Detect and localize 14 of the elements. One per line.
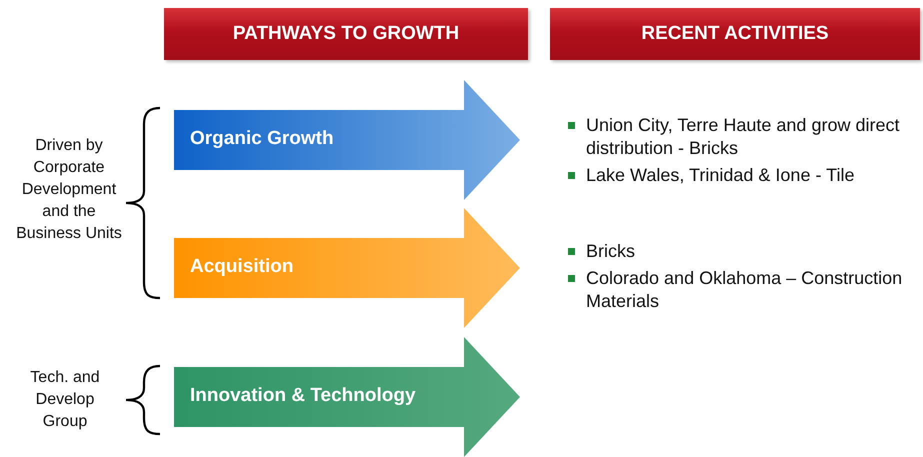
arrow-label: Acquisition bbox=[190, 256, 294, 278]
pathway-panel bbox=[174, 80, 520, 200]
pathway-panel bbox=[174, 337, 520, 457]
activity-text: Bricks bbox=[586, 241, 635, 261]
header-banner: PATHWAYS TO GROWTH bbox=[164, 8, 528, 60]
activity-text: Lake Wales, Trinidad & Ione - Tile bbox=[586, 165, 854, 185]
activity-text: Colorado and Oklahoma – Construction Materials bbox=[586, 268, 902, 311]
header-banner: RECENT ACTIVITIES bbox=[550, 8, 920, 60]
activity-text: Union City, Terre Haute and grow direct distribution - Bricks bbox=[586, 115, 900, 158]
pathway-panel bbox=[174, 208, 520, 328]
group-label: Tech. and Develop Group bbox=[29, 368, 101, 432]
group-label: Driven by Corporate Development and the Business Units bbox=[15, 136, 123, 244]
arrow-label: Innovation & Technology bbox=[190, 385, 416, 407]
arrow-label: Organic Growth bbox=[190, 128, 334, 150]
